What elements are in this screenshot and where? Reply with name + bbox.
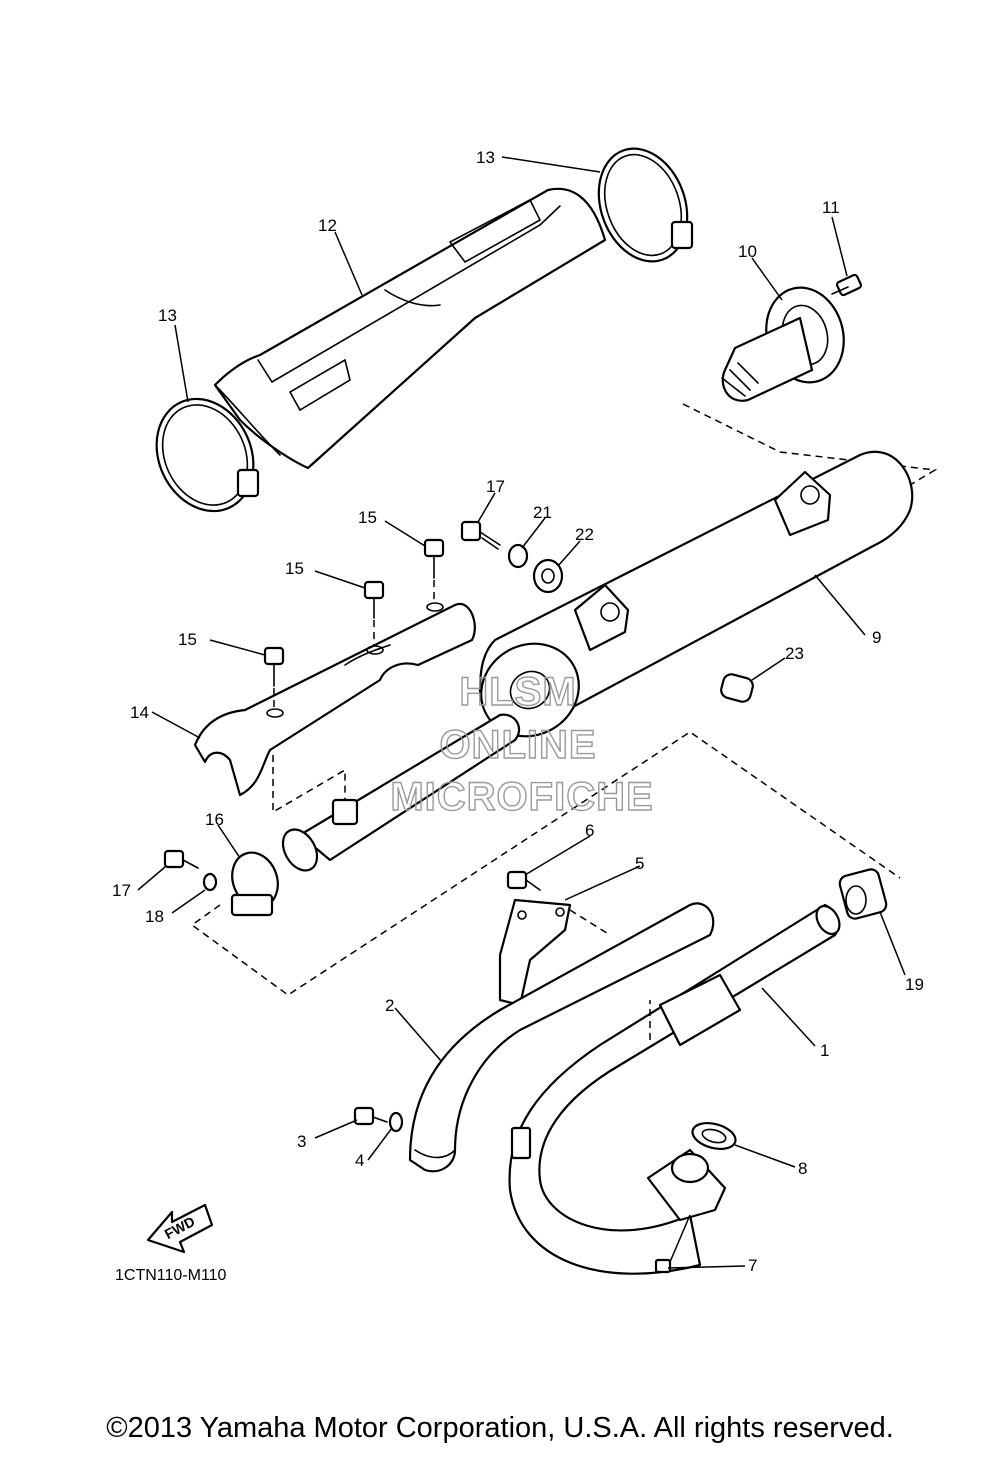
callout-15-b: 15 — [285, 559, 304, 578]
part-13-front-clamp[interactable] — [139, 383, 271, 527]
bolt-guides — [273, 580, 435, 708]
watermark: HLSM ONLINE MICROFICHE — [390, 669, 654, 819]
part-22-grommet[interactable] — [532, 558, 564, 594]
callout-4: 4 — [355, 1151, 364, 1170]
part-18-washer[interactable] — [202, 872, 218, 892]
callout-2: 2 — [385, 996, 394, 1015]
callout-5: 5 — [635, 854, 644, 873]
callout-8: 8 — [798, 1159, 807, 1178]
callout-7: 7 — [748, 1256, 757, 1275]
part-9-muffler[interactable] — [464, 450, 914, 754]
callout-15-a: 15 — [358, 508, 377, 527]
part-3-bolt[interactable] — [353, 1106, 388, 1126]
exhaust-flange — [646, 1148, 727, 1222]
copyright-notice: ©2013 Yamaha Motor Corporation, U.S.A. A… — [106, 1412, 894, 1444]
callout-1: 1 — [820, 1041, 829, 1060]
callout-6: 6 — [585, 821, 594, 840]
callout-15-c: 15 — [178, 630, 197, 649]
fwd-arrow-icon: FWD — [146, 1203, 214, 1254]
callout-13-top: 13 — [476, 148, 495, 167]
callout-11: 11 — [822, 198, 840, 217]
part-23-collar[interactable] — [719, 673, 754, 704]
part-15-bolt-c[interactable] — [263, 646, 285, 687]
part-8-gasket[interactable] — [690, 1119, 739, 1154]
callout-20: 17 — [486, 477, 505, 496]
part-12-heat-protector[interactable] — [213, 187, 607, 470]
part-2-pipe-protector[interactable] — [408, 902, 715, 1173]
watermark-line-2: ONLINE — [439, 723, 596, 767]
callout-10: 10 — [738, 242, 757, 261]
part-19-gasket-sleeve[interactable] — [838, 868, 888, 921]
callout-3: 3 — [297, 1132, 306, 1151]
part-4-washer[interactable] — [388, 1111, 404, 1133]
callout-12: 12 — [318, 216, 337, 235]
part-15-bolt-a[interactable] — [423, 538, 445, 579]
callout-17: 17 — [112, 881, 131, 900]
assembly-line-14 — [272, 755, 346, 814]
callout-labels: 13 12 13 10 11 17 15 21 22 15 15 9 23 14… — [112, 148, 924, 1275]
callout-16: 16 — [205, 810, 224, 829]
part-15-bolt-b[interactable] — [363, 580, 385, 619]
callout-13-left: 13 — [158, 306, 177, 325]
part-20-bolt[interactable] — [460, 520, 501, 550]
callout-14: 14 — [130, 703, 149, 722]
callout-9: 9 — [872, 628, 881, 647]
part-7-nut[interactable] — [654, 1258, 672, 1274]
figure-code: 1CTN110-M110 — [115, 1267, 227, 1284]
leader-lines — [137, 156, 906, 1269]
part-5-bracket[interactable] — [498, 898, 572, 1007]
part-1-exhaust-pipe[interactable] — [508, 902, 845, 1275]
callout-23: 23 — [785, 644, 804, 663]
callout-19: 19 — [905, 975, 924, 994]
callout-21: 21 — [533, 503, 552, 522]
watermark-line-1: HLSM — [459, 670, 576, 714]
part-10-spark-arrester[interactable] — [721, 279, 854, 402]
part-13-rear-clamp[interactable] — [584, 136, 703, 274]
part-6-bolt[interactable] — [506, 870, 541, 891]
part-17-bolt[interactable] — [163, 849, 199, 869]
muffler-inlet-pipe — [281, 713, 521, 872]
part-16-clamp[interactable] — [225, 846, 285, 917]
callout-18: 18 — [145, 907, 164, 926]
watermark-line-3: MICROFICHE — [390, 775, 653, 819]
assembly-line-1 — [569, 909, 651, 1040]
part-21-washer[interactable] — [507, 543, 529, 569]
part-14-heat-guard[interactable] — [193, 602, 476, 797]
part-11-bolt[interactable] — [831, 273, 863, 297]
callout-22: 22 — [575, 525, 594, 544]
